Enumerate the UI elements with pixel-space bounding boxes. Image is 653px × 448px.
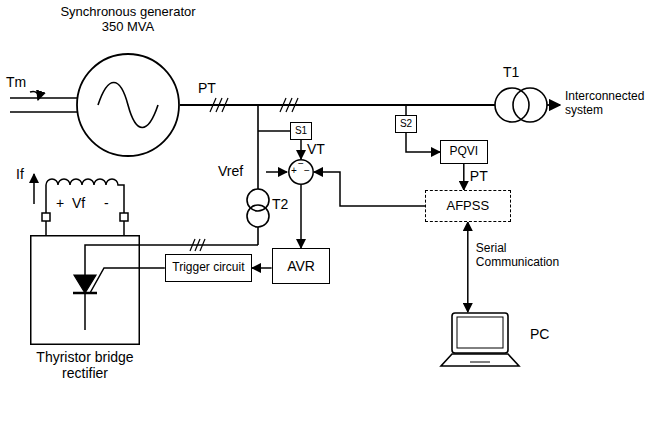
text-label: If xyxy=(16,166,24,182)
box-label: AVR xyxy=(287,258,315,274)
computer: PC xyxy=(440,312,520,370)
edge-label: VT xyxy=(307,141,325,157)
stabilizer-box: AFPSS xyxy=(425,190,511,222)
text-label: Vf xyxy=(72,195,85,211)
text-label: Tm xyxy=(6,74,26,90)
sign: + xyxy=(291,165,297,177)
edge-label: PT xyxy=(470,168,488,184)
generator: Synchronous generator 350 MVA xyxy=(76,53,180,157)
text-label: - xyxy=(104,195,109,211)
box-label: PQVI xyxy=(450,145,479,159)
computer-outline xyxy=(440,312,520,370)
connector xyxy=(140,267,165,269)
regulator-box: AVR xyxy=(272,248,331,284)
vref-arrow xyxy=(266,171,287,173)
connector xyxy=(300,140,302,159)
computer-label: PC xyxy=(530,326,549,342)
box-label: S1 xyxy=(295,125,307,137)
text-label: + xyxy=(56,195,64,211)
text-label: Interconnected system xyxy=(565,90,651,118)
sensor-box: S1 xyxy=(290,122,312,140)
generator-bus xyxy=(180,98,560,112)
connector xyxy=(314,172,425,206)
rectifier-heading: Thyristor bridge rectifier xyxy=(20,349,150,381)
transformer-t1 xyxy=(495,88,547,122)
text-label: PT xyxy=(198,80,216,96)
box-label: AFPSS xyxy=(447,199,490,214)
connector xyxy=(406,133,440,152)
box-label: Trigger circuit xyxy=(172,261,244,275)
field-winding xyxy=(34,174,128,235)
sign: − xyxy=(304,165,310,177)
edge-label: Serial Communication xyxy=(476,242,568,270)
text-label: T1 xyxy=(503,64,519,80)
connector xyxy=(300,185,302,248)
generator-outline xyxy=(76,53,180,157)
sign: − xyxy=(298,158,304,170)
text-label: T2 xyxy=(272,196,288,212)
rectifier-box: Thyristor bridge rectifier xyxy=(30,235,140,345)
measurement-box: PQVI xyxy=(440,140,488,164)
turbine-shaft xyxy=(10,91,78,112)
rectifier-box-outline xyxy=(30,235,140,345)
summing-junction: +−− xyxy=(288,159,314,185)
connector xyxy=(467,222,469,312)
connector xyxy=(252,267,272,269)
text-label: Vref xyxy=(218,163,243,179)
box-label: S2 xyxy=(400,118,412,130)
connector xyxy=(463,164,465,190)
sensor-box: S2 xyxy=(395,115,417,133)
generator-heading: Synchronous generator 350 MVA xyxy=(52,5,204,35)
trigger-box: Trigger circuit xyxy=(165,254,252,282)
sensor-leads xyxy=(258,105,406,131)
